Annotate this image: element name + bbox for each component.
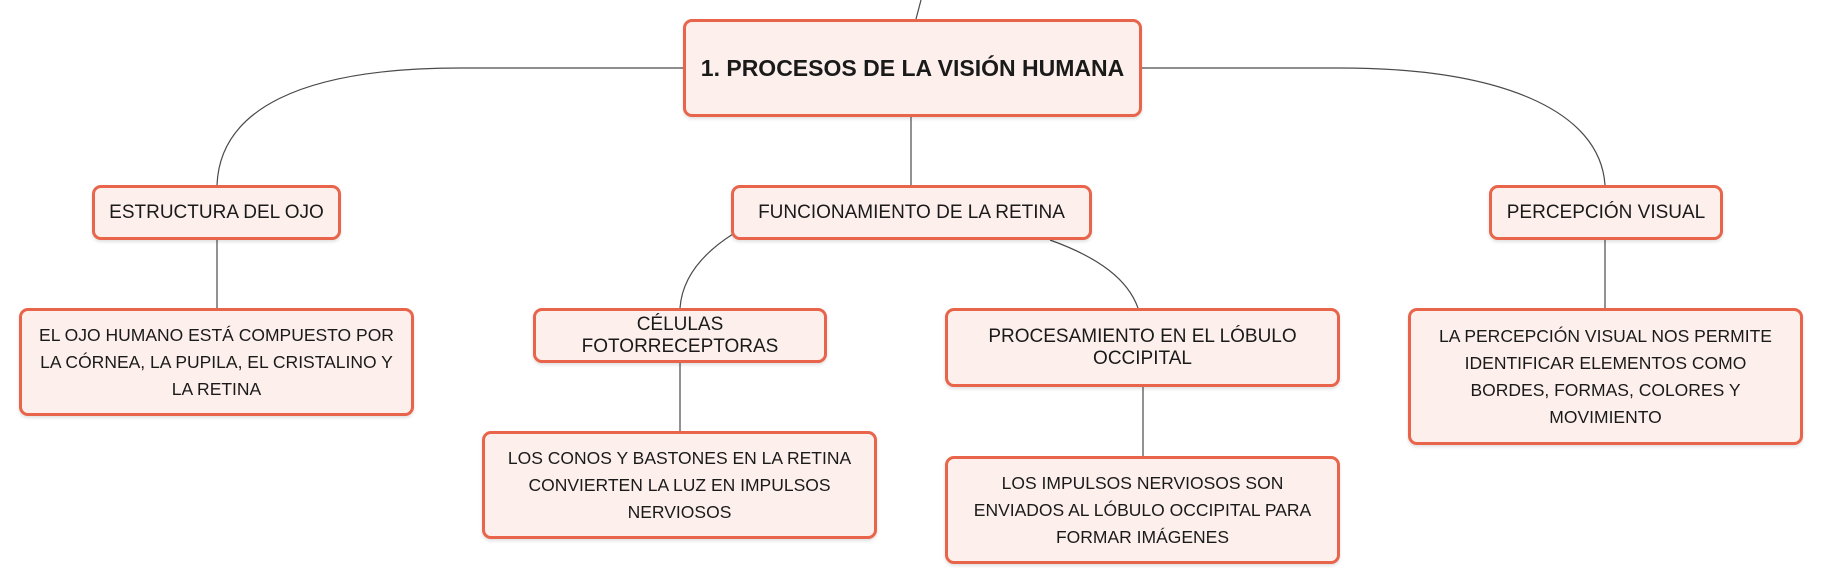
node-percepcion-detail[interactable]: LA PERCEPCIÓN VISUAL NOS PERMITE IDENTIF… <box>1408 308 1803 445</box>
procesamiento-detail-text: LOS IMPULSOS NERVIOSOS SON ENVIADOS AL L… <box>973 472 1312 547</box>
connector-parent-link <box>915 0 922 20</box>
node-estructura-del-ojo[interactable]: ESTRUCTURA DEL OJO <box>92 185 341 240</box>
connector-root-to-percepcion <box>1142 67 1606 186</box>
celulas-detail-text: LOS CONOS Y BASTONES EN LA RETINA CONVIE… <box>507 447 852 522</box>
connector-retina-to-procesamiento <box>1049 239 1139 309</box>
node-percepcion-label: PERCEPCIÓN VISUAL <box>1506 201 1706 223</box>
node-estructura-detail[interactable]: EL OJO HUMANO ESTÁ COMPUESTO POR LA CÓRN… <box>19 308 414 416</box>
connector-root-to-estructura <box>216 67 683 186</box>
node-estructura-label: ESTRUCTURA DEL OJO <box>109 201 324 223</box>
percepcion-detail-text: LA PERCEPCIÓN VISUAL NOS PERMITE IDENTIF… <box>1439 325 1772 427</box>
node-funcionamiento-retina[interactable]: FUNCIONAMIENTO DE LA RETINA <box>731 185 1092 240</box>
node-procesamiento-label: PROCESAMIENTO EN EL LÓBULO OCCIPITAL <box>988 325 1297 369</box>
node-celulas-detail[interactable]: LOS CONOS Y BASTONES EN LA RETINA CONVIE… <box>482 431 877 539</box>
root-node-label: 1. PROCESOS DE LA VISIÓN HUMANA <box>700 54 1125 81</box>
node-procesamiento-detail[interactable]: LOS IMPULSOS NERVIOSOS SON ENVIADOS AL L… <box>945 456 1340 564</box>
node-celulas-label: CÉLULAS FOTORRECEPTORAS <box>581 313 779 357</box>
node-retina-label: FUNCIONAMIENTO DE LA RETINA <box>758 201 1065 223</box>
root-node[interactable]: 1. PROCESOS DE LA VISIÓN HUMANA <box>683 19 1142 117</box>
connector-retina-to-celulas <box>679 233 734 309</box>
node-procesamiento-lobulo[interactable]: PROCESAMIENTO EN EL LÓBULO OCCIPITAL <box>945 308 1340 387</box>
node-percepcion-visual[interactable]: PERCEPCIÓN VISUAL <box>1489 185 1723 240</box>
estructura-detail-text: EL OJO HUMANO ESTÁ COMPUESTO POR LA CÓRN… <box>39 324 394 399</box>
node-celulas-fotorreceptoras[interactable]: CÉLULAS FOTORRECEPTORAS <box>533 308 827 363</box>
